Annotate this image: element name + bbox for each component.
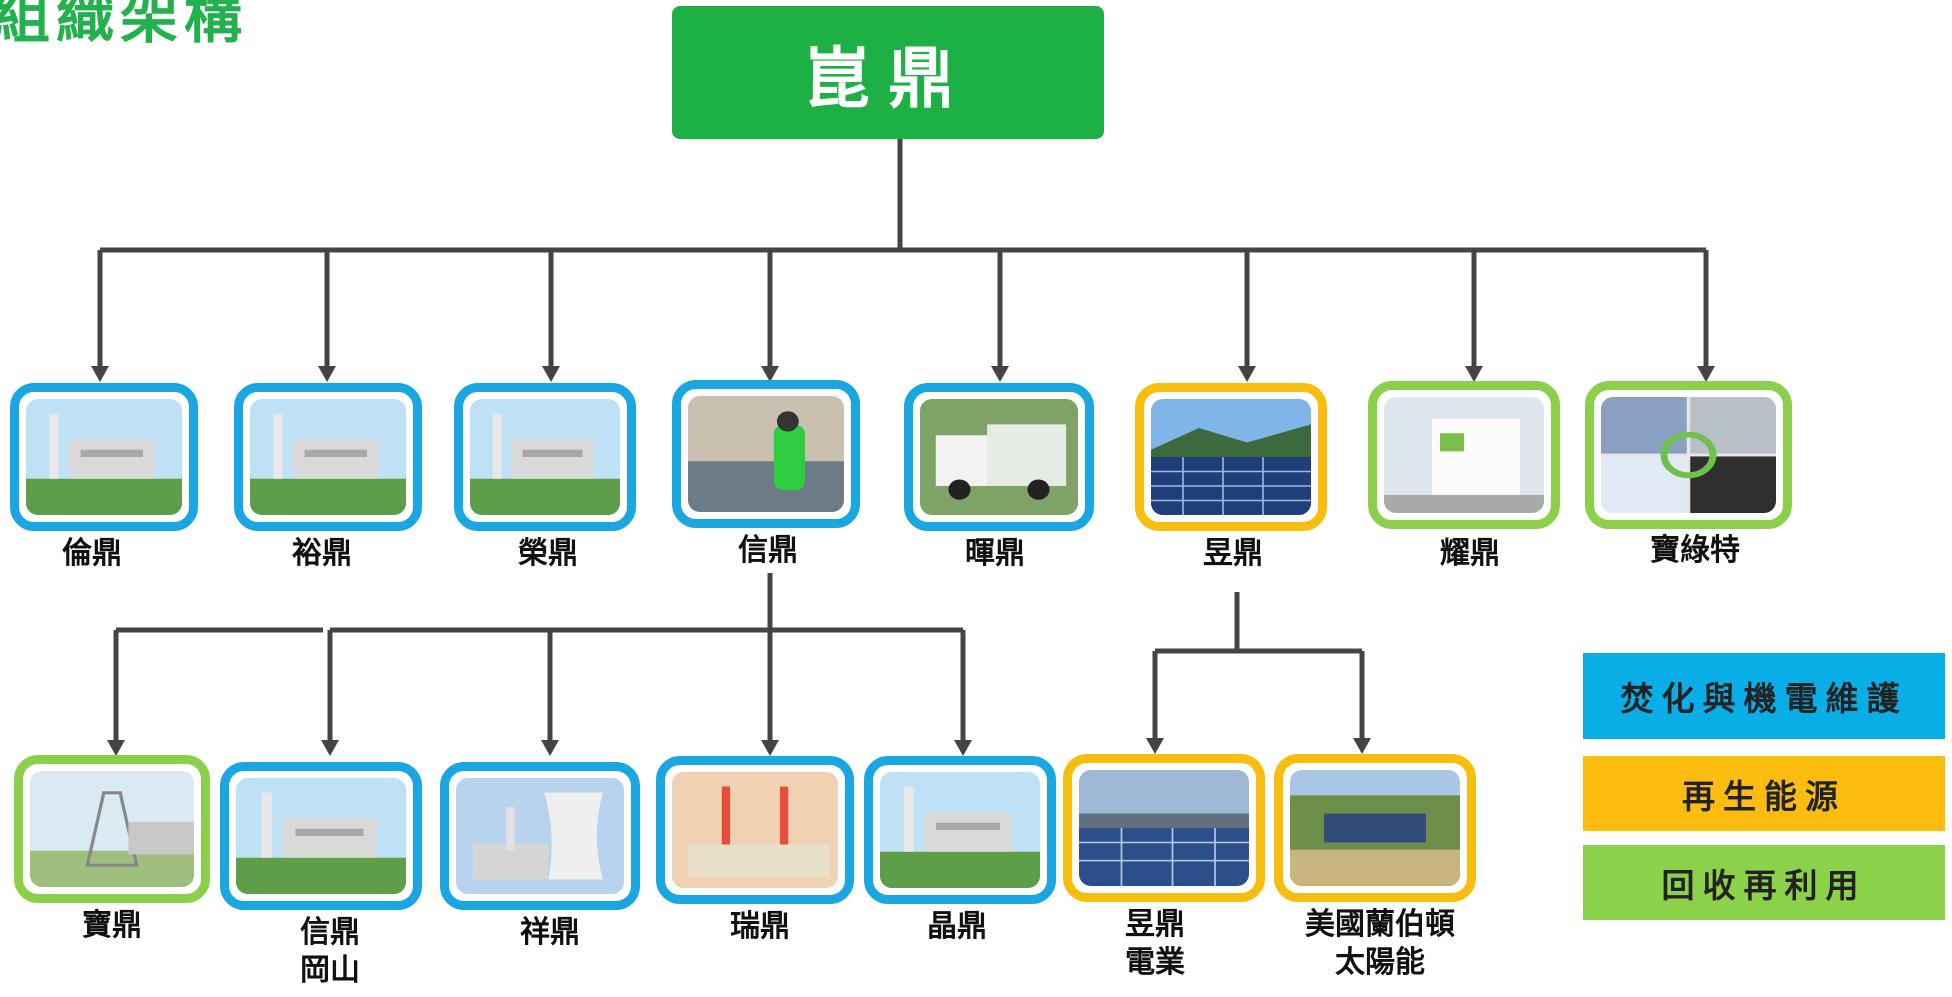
tier2_xin-label-1: 信鼎 岡山	[300, 915, 360, 988]
control-room-operator-photo	[688, 396, 844, 512]
tier1-label-3: 信鼎	[738, 533, 798, 568]
tier2_xin-label-3: 瑞鼎	[730, 909, 790, 944]
tier1-node-5	[1135, 383, 1327, 531]
park-sculpture-photo	[30, 771, 194, 887]
incinerator-plant-photo	[250, 399, 406, 515]
tier2_xin-node-2	[440, 762, 640, 910]
tier2_xin-node-1	[220, 762, 422, 910]
tier1-node-1	[234, 383, 422, 531]
tier2_yu-label-1: 美國蘭伯頓 太陽能	[1305, 907, 1455, 980]
incinerator-plant-photo	[236, 778, 406, 894]
tier1-label-7: 寶綠特	[1650, 533, 1740, 568]
legend-item-1: 再生能源	[1583, 756, 1945, 831]
legend-item-2: 回收再利用	[1583, 845, 1945, 920]
tier1-label-5: 昱鼎	[1203, 536, 1263, 571]
arrow-head	[991, 366, 1009, 382]
tier1-node-3	[672, 380, 860, 528]
legend-item-0: 焚化與機電維護	[1583, 653, 1945, 739]
tier1-node-0	[10, 383, 198, 531]
top-node-kunding: 崑鼎	[672, 6, 1104, 139]
tier2_xin-node-0	[14, 755, 210, 903]
cooling-tower-photo	[456, 778, 624, 894]
solar-farm-photo	[1290, 770, 1460, 886]
recycling-building-photo	[1384, 397, 1544, 513]
arrow-head	[542, 366, 560, 382]
arrow-head	[1238, 366, 1256, 382]
plastic-recycling-photo	[1601, 397, 1776, 513]
arrow-head	[91, 366, 109, 382]
tier2_yu-node-0	[1063, 754, 1265, 902]
arrow-head	[1697, 366, 1715, 382]
tier1-node-6	[1368, 381, 1560, 529]
tier2_xin-node-4	[864, 756, 1056, 904]
tier2_xin-node-3	[656, 756, 854, 904]
tier2_yu-label-0: 昱鼎 電業	[1125, 907, 1185, 980]
tier1-label-2: 榮鼎	[518, 536, 578, 571]
arrow-head	[761, 740, 779, 756]
tier1-label-4: 暉鼎	[965, 536, 1025, 571]
tier1-label-6: 耀鼎	[1440, 536, 1500, 571]
tier2_yu-node-1	[1274, 754, 1476, 902]
arrow-head	[541, 740, 559, 756]
arrow-head	[1146, 738, 1164, 754]
garbage-truck-photo	[920, 399, 1078, 515]
solar-panels-photo	[1151, 399, 1311, 515]
tier1-label-1: 裕鼎	[292, 536, 352, 571]
arrow-head	[1353, 738, 1371, 754]
arrow-head	[761, 366, 779, 382]
tier2_xin-label-4: 晶鼎	[927, 909, 987, 944]
tier1-label-0: 倫鼎	[62, 536, 122, 571]
power-plant-chimney-photo	[672, 772, 838, 888]
incinerator-plant-photo	[470, 399, 620, 515]
arrow-head	[954, 740, 972, 756]
arrow-head	[321, 740, 339, 756]
tier1-node-2	[454, 383, 636, 531]
incinerator-plant-photo	[880, 772, 1040, 888]
tier1-node-7	[1585, 381, 1792, 529]
tier2_xin-label-2: 祥鼎	[520, 915, 580, 950]
arrow-head	[107, 740, 125, 756]
tier1-node-4	[904, 383, 1094, 531]
rooftop-solar-photo	[1079, 770, 1249, 886]
tier2_xin-label-0: 寶鼎	[82, 908, 142, 943]
arrow-head	[1465, 366, 1483, 382]
page-title: 組織架構	[0, 0, 249, 51]
arrow-head	[318, 366, 336, 382]
incinerator-plant-photo	[26, 399, 182, 515]
